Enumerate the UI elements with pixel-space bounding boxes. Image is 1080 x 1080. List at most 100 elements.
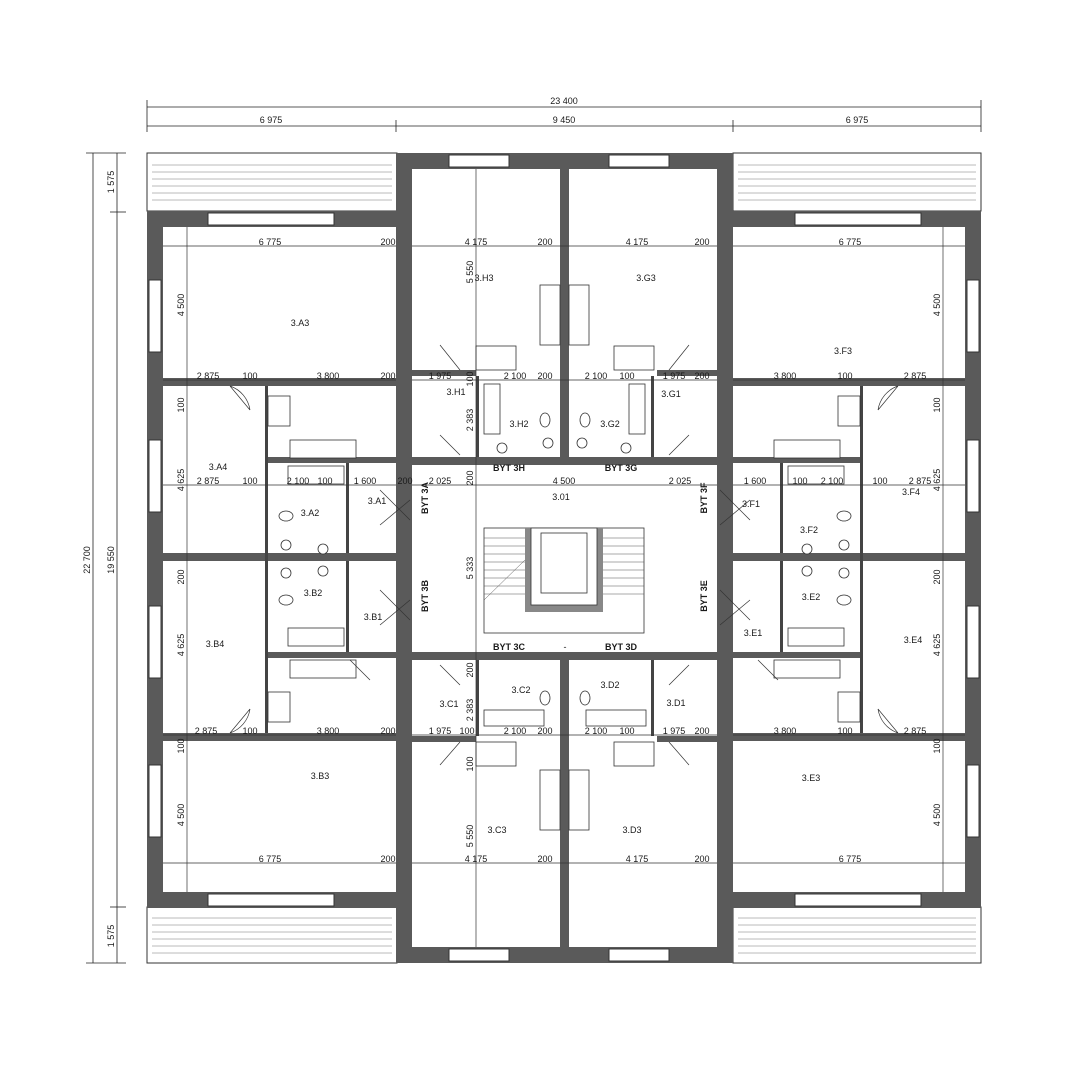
dim-text: 6 775 [259, 854, 282, 864]
dim-text: 4 625 [176, 469, 186, 492]
room-label: 3.G2 [600, 419, 620, 429]
dim-text: 2 100 [504, 371, 527, 381]
room-label: 3.F1 [742, 499, 760, 509]
room-label: 3.F2 [800, 525, 818, 535]
dim-text: 4 500 [932, 294, 942, 317]
doors [229, 344, 899, 766]
dim-text: 200 [465, 662, 475, 677]
dim-text: 100 [465, 371, 475, 386]
dim-text: 200 [694, 726, 709, 736]
dim-text: 100 [465, 756, 475, 771]
interior-dimension-lines [163, 169, 965, 947]
room-label: 3.A1 [368, 496, 387, 506]
dim-text: 1 975 [663, 726, 686, 736]
dim-text: 200 [380, 237, 395, 247]
dim-text: 3 800 [317, 726, 340, 736]
room-label: 3.H3 [474, 273, 493, 283]
room-label: 3.C1 [439, 699, 458, 709]
dim-text: 200 [694, 854, 709, 864]
fixtures [267, 284, 861, 831]
dim-text: 100 [872, 476, 887, 486]
dim-text: 5 550 [465, 261, 475, 284]
room-label: 3.G3 [636, 273, 656, 283]
room-labels: 3.A3 3.A4 3.A2 3.A1 3.B4 3.B2 3.B1 3.B3 … [206, 273, 923, 835]
dim-text: 6 775 [839, 854, 862, 864]
room-label: 3.E1 [744, 628, 763, 638]
dim-text: 2 100 [821, 476, 844, 486]
top-dimensions: 23 400 6 975 9 450 6 975 [146, 96, 982, 132]
dim-text: 100 [619, 371, 634, 381]
dim-text: 3 800 [774, 371, 797, 381]
dim-left-width: 6 975 [260, 115, 283, 125]
dim-text: 1 600 [354, 476, 377, 486]
dim-text: 3 800 [774, 726, 797, 736]
dim-text: 6 775 [259, 237, 282, 247]
dim-inner-height: 19 550 [106, 546, 116, 574]
room-label: 3.E3 [802, 773, 821, 783]
dim-text: 100 [837, 371, 852, 381]
dim-text: 2 025 [429, 476, 452, 486]
apartment-label-a: BYT 3A [420, 482, 430, 515]
dim-text: 200 [380, 371, 395, 381]
dim-text: 2 875 [195, 726, 218, 736]
dim-text: 4 625 [932, 634, 942, 657]
dim-text: 200 [380, 854, 395, 864]
dim-text: 4 500 [176, 294, 186, 317]
windows [148, 154, 980, 962]
dim-text: 100 [619, 726, 634, 736]
dim-text: 4 175 [465, 854, 488, 864]
left-dimensions: 22 700 19 550 1 575 1 575 [82, 152, 126, 964]
dim-text: 200 [176, 569, 186, 584]
apartment-label-c: BYT 3C [493, 642, 526, 652]
dim-text: 200 [537, 371, 552, 381]
room-label: 3.C3 [487, 825, 506, 835]
apartment-label-f: BYT 3F [699, 482, 709, 514]
dim-text: 2 875 [197, 476, 220, 486]
dim-text: 2 383 [465, 409, 475, 432]
dim-text: 1 975 [663, 371, 686, 381]
dim-text: 200 [694, 371, 709, 381]
dim-text: 2 875 [909, 476, 932, 486]
dim-text: 4 175 [465, 237, 488, 247]
dim-text: 4 500 [176, 804, 186, 827]
apartment-labels: BYT 3H BYT 3G BYT 3C BYT 3D - BYT 3A BYT… [420, 463, 709, 652]
dim-text: 6 775 [839, 237, 862, 247]
dim-text: 100 [242, 371, 257, 381]
room-label: 3.B3 [311, 771, 330, 781]
dim-text: 200 [537, 237, 552, 247]
dim-text: 200 [694, 237, 709, 247]
dim-text: 2 875 [904, 371, 927, 381]
dim-text: 200 [932, 569, 942, 584]
dim-text: 100 [176, 397, 186, 412]
interior-dimension-texts: 6 775 200 4 175 200 4 175 200 6 775 2 87… [176, 237, 942, 864]
stair-core [483, 527, 645, 634]
dim-text: 3 800 [317, 371, 340, 381]
dim-text: 200 [537, 854, 552, 864]
room-label: 3.A3 [291, 318, 310, 328]
room-label: 3.H2 [509, 419, 528, 429]
room-label: 3.F4 [902, 487, 920, 497]
dim-text: 100 [837, 726, 852, 736]
dim-right-width: 6 975 [846, 115, 869, 125]
room-label: 3.B1 [364, 612, 383, 622]
core-separator: - [564, 642, 567, 652]
dim-text: 2 025 [669, 476, 692, 486]
room-label: 3.D1 [666, 698, 685, 708]
dim-text: 100 [459, 726, 474, 736]
dim-text: 200 [537, 726, 552, 736]
dim-text: 200 [397, 476, 412, 486]
dim-text: 2 100 [504, 726, 527, 736]
dim-text: 2 100 [585, 371, 608, 381]
dim-text: 1 975 [429, 726, 452, 736]
dim-text: 4 625 [176, 634, 186, 657]
apartment-label-g: BYT 3G [605, 463, 638, 473]
dim-text: 1 975 [429, 371, 452, 381]
dim-total-width: 23 400 [550, 96, 578, 106]
dim-balcony-bottom: 1 575 [106, 925, 116, 948]
dim-text: 5 550 [465, 825, 475, 848]
dim-text: 2 100 [585, 726, 608, 736]
room-label: 3.B4 [206, 639, 225, 649]
dim-text: 5 333 [465, 557, 475, 580]
dim-text: 4 175 [626, 854, 649, 864]
room-label: 3.E4 [904, 635, 923, 645]
